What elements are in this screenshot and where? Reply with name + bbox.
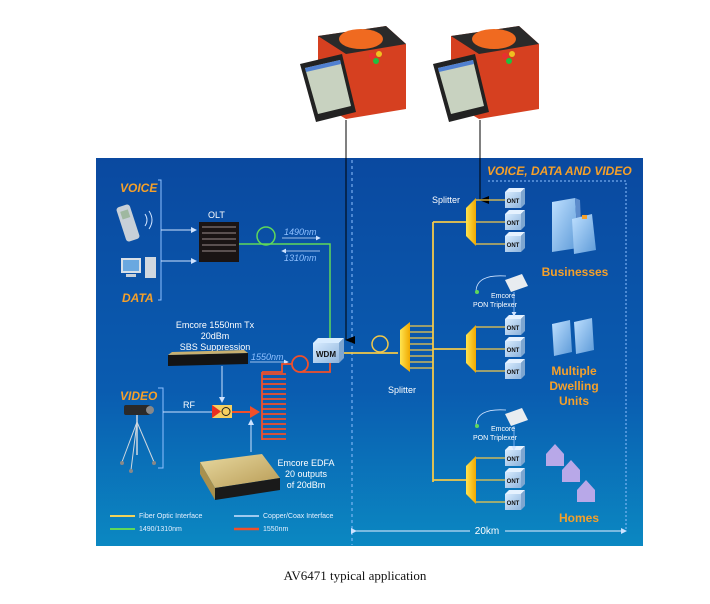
top-splitter-label: Splitter [432, 195, 460, 205]
right-bracket [488, 180, 627, 530]
legend: Fiber Optic Interface 1490/1310nm Copper… [110, 513, 334, 533]
olt-label: OLT [208, 210, 225, 220]
triplexer-2 [475, 408, 528, 451]
wavelength-1310-label: 1310nm [284, 253, 317, 263]
splicer-lid [339, 29, 383, 49]
triplexer-1-label-line1: Emcore [491, 293, 515, 300]
group-splitter [466, 456, 476, 504]
wavelength-1490-label: 1490nm [284, 227, 317, 237]
ont-device: ONT [505, 359, 525, 379]
ont-device: ONT [505, 188, 525, 208]
tx-label-line1: Emcore 1550nm Tx [176, 320, 255, 330]
edfa-fan-top [262, 363, 292, 373]
ont-device: ONT [505, 315, 525, 335]
ont-label: ONT [507, 221, 520, 227]
main-splitter [400, 322, 410, 372]
legend-label-1550: 1550nm [263, 526, 288, 533]
ont-label: ONT [507, 479, 520, 485]
phone-icon [116, 204, 153, 242]
splicer-lid [472, 29, 516, 49]
ont-label: ONT [507, 457, 520, 463]
fusion-splicer-left [300, 26, 406, 122]
triplexer-2-label-line2: PON Triplexer [473, 435, 518, 442]
main-splitter-label: Splitter [388, 385, 416, 395]
video-heading: VIDEO [120, 389, 158, 403]
distance-label: 20km [475, 526, 499, 537]
main-splitter-outputs [410, 325, 433, 369]
splicer-screen [305, 60, 351, 114]
mdu-label-line2: Dwelling [549, 379, 598, 393]
businesses-label: Businesses [542, 265, 609, 279]
edfa-label-line3: of 20dBm [287, 480, 326, 490]
video-bracket [158, 387, 164, 469]
ont-label: ONT [507, 243, 520, 249]
tx-label-line2: 20dBm [201, 331, 230, 341]
fiber-loop-yellow [371, 335, 389, 353]
ont-label: ONT [507, 370, 520, 376]
ont-device: ONT [505, 446, 525, 466]
right-heading: VOICE, DATA AND VIDEO [487, 164, 632, 178]
fusion-splicer-right [433, 26, 539, 122]
voice-heading: VOICE [120, 181, 158, 195]
legend-label-1490-1310: 1490/1310nm [139, 526, 182, 533]
olt-device [199, 222, 239, 262]
modulator-icon [212, 405, 232, 418]
ont-device: ONT [505, 468, 525, 488]
legend-label-copper: Copper/Coax Interface [263, 513, 334, 520]
rf-label: RF [183, 400, 195, 410]
data-heading: DATA [122, 291, 154, 305]
ont-groups: ONT ONT ONT ONT ONT ONT ONT ONT ONT [433, 188, 525, 510]
triplexer-1-label-line2: PON Triplexer [473, 302, 518, 309]
wavelength-1550-label: 1550nm [251, 352, 284, 362]
edfa-label-line2: 20 outputs [285, 469, 328, 479]
mdu-building-icon [552, 318, 594, 356]
group-splitter [466, 198, 476, 246]
tx-label-line3: SBS Suppression [180, 342, 251, 352]
fiber-loop-green [256, 226, 276, 246]
orange-fiber-to-wdm [300, 363, 331, 373]
ont-group-3: ONT ONT ONT [433, 446, 525, 510]
mdu-label-line1: Multiple [551, 364, 597, 378]
ont-label: ONT [507, 348, 520, 354]
homes-label: Homes [559, 511, 599, 525]
ont-label: ONT [507, 326, 520, 332]
ont-device: ONT [505, 210, 525, 230]
legend-label-fiber: Fiber Optic Interface [139, 513, 203, 520]
transmitter-device [168, 350, 248, 366]
group-splitter [466, 325, 476, 373]
wdm-device [313, 338, 344, 363]
ont-device: ONT [505, 232, 525, 252]
ont-group-1: ONT ONT ONT [433, 188, 525, 252]
ont-device: ONT [505, 490, 525, 510]
green-fiber-line [239, 243, 331, 338]
video-camera-icon [120, 405, 156, 473]
voice-data-bracket [158, 179, 162, 301]
wdm-label: WDM [316, 350, 336, 359]
mdu-label-line3: Units [559, 394, 589, 408]
triplexer-1 [475, 274, 528, 317]
edfa-device [200, 454, 280, 500]
splicer-screen [438, 60, 484, 114]
edfa-label-line1: Emcore EDFA [277, 458, 334, 468]
ont-label: ONT [507, 501, 520, 507]
ont-label: ONT [507, 199, 520, 205]
homes-icon [546, 444, 595, 502]
businesses-building-icon [552, 198, 596, 254]
computer-icon [121, 257, 156, 278]
ont-group-2: ONT ONT ONT [433, 315, 525, 379]
edfa-output-fan [261, 363, 292, 440]
triplexer-2-label-line1: Emcore [491, 426, 515, 433]
amplifier-icon [250, 406, 260, 418]
figure-caption: AV6471 typical application [283, 568, 427, 583]
ont-device: ONT [505, 337, 525, 357]
